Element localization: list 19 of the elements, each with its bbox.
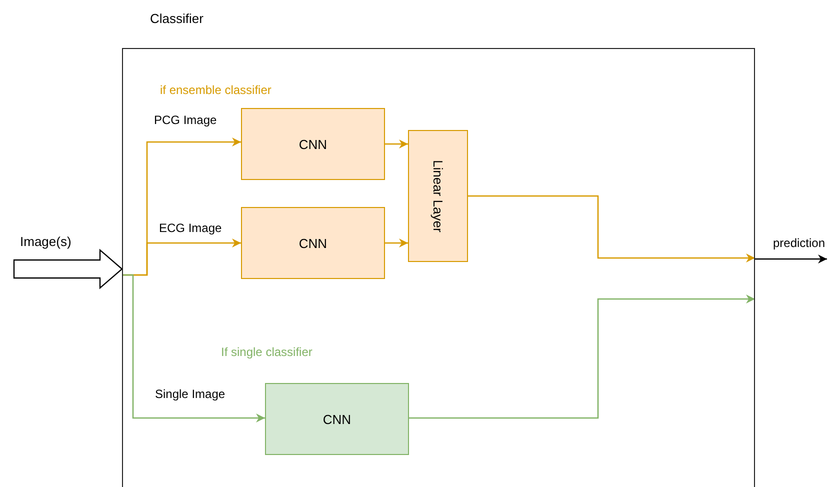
edge-label: PCG Image — [152, 113, 219, 127]
arrow — [385, 238, 408, 248]
arrow — [385, 140, 408, 148]
container-title: Classifier — [150, 11, 204, 26]
arrow — [755, 254, 827, 264]
process-box: CNN — [241, 108, 385, 180]
edge-label: prediction — [771, 236, 828, 250]
process-box: CNN — [265, 383, 409, 455]
condition-label: If single classifier — [221, 345, 312, 359]
block-arrow — [13, 248, 123, 290]
process-box: CNN — [241, 207, 385, 279]
arrow — [122, 274, 265, 422]
edge-label: ECG Image — [157, 221, 224, 235]
process-box: Linear Layer — [408, 130, 468, 262]
arrow — [409, 294, 755, 419]
input-label: Image(s) — [20, 234, 72, 249]
arrow — [468, 195, 755, 262]
edge-label: Single Image — [153, 387, 228, 401]
condition-label: if ensemble classifier — [160, 83, 272, 97]
